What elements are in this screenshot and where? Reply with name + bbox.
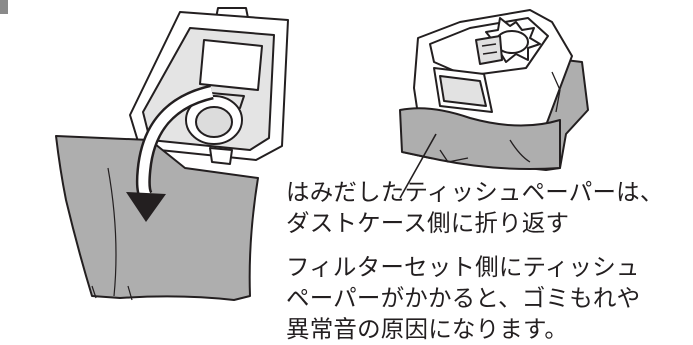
tissue-paper-sheet bbox=[55, 135, 259, 301]
warning-line-2: ペーパーがかかると、ゴミもれや bbox=[286, 284, 641, 312]
fold-instruction-line-2: ダストケース側に折り返す bbox=[286, 209, 570, 237]
filter-star-emblem bbox=[475, 17, 541, 65]
fold-instruction-caption: はみだしたティッシュペーパーは、 ダストケース側に折り返す bbox=[286, 177, 664, 239]
leader-line bbox=[399, 133, 437, 199]
page-corner-mark bbox=[0, 0, 8, 14]
warning-line-1: フィルターセット側にティッシュ bbox=[286, 253, 640, 281]
fold-instruction-line-1: はみだしたティッシュペーパーは、 bbox=[286, 178, 664, 206]
dust-case-with-tissue-illustration bbox=[399, 9, 589, 171]
warning-line-3: 異常音の原因になります。 bbox=[286, 315, 569, 343]
fold-direction-arrow bbox=[126, 84, 214, 222]
warning-caption: フィルターセット側にティッシュ ペーパーがかかると、ゴミもれや 異常音の原因にな… bbox=[286, 252, 640, 345]
